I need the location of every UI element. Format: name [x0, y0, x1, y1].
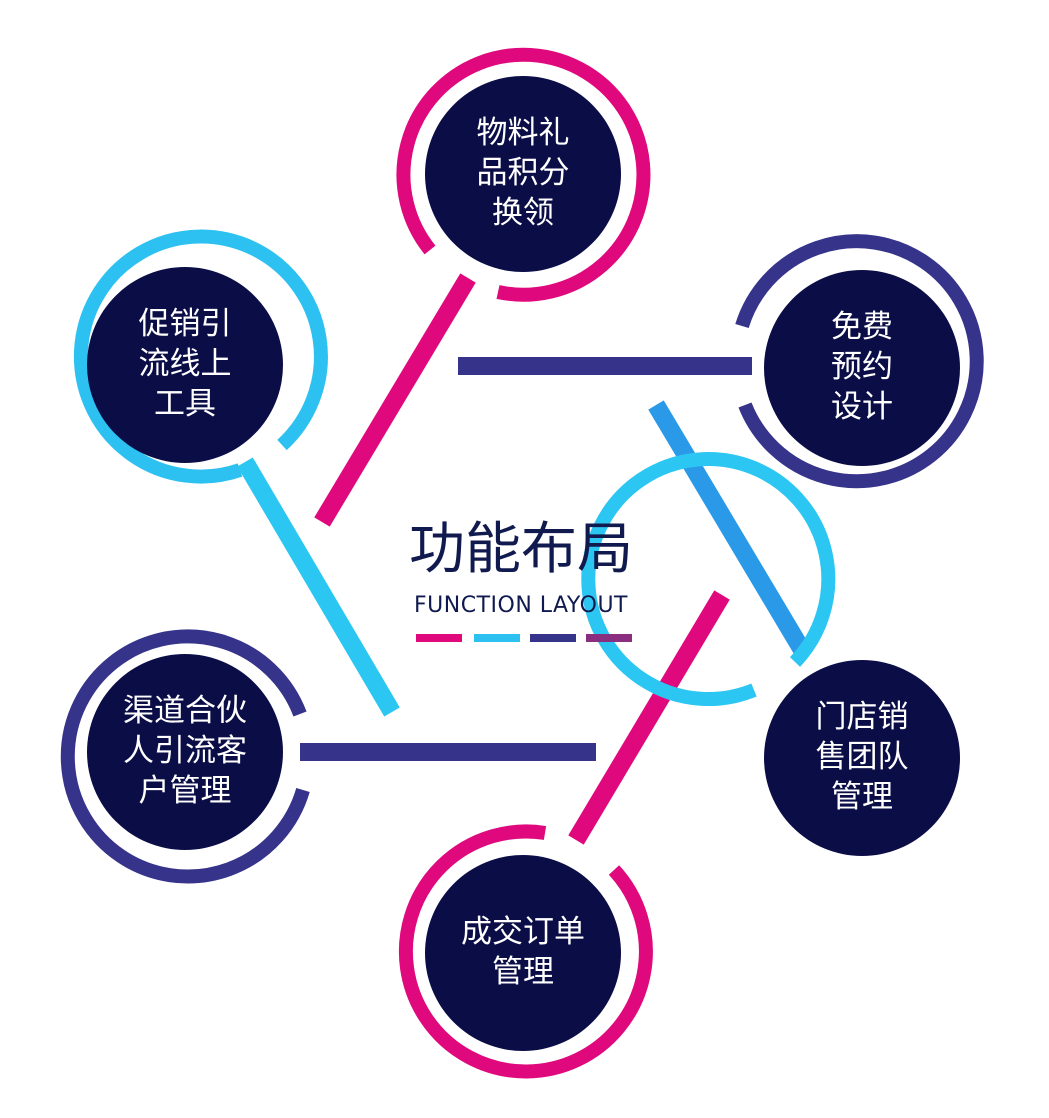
node-upper-right: 免费 预约 设计	[735, 234, 984, 489]
ring-top	[396, 47, 651, 302]
node-label-lower-right-line1: 门店销	[816, 699, 909, 735]
center-color-legend	[416, 634, 632, 642]
node-label-lower-left-line1: 渠道合伙	[123, 693, 247, 729]
ring-bottom	[398, 824, 653, 1079]
node-bottom: 成交订单 管理	[398, 824, 653, 1079]
node-lower-left: 渠道合伙 人引流客 户管理	[60, 629, 310, 884]
node-label-upper-right-line1: 免费	[831, 309, 893, 345]
connectors	[237, 273, 813, 845]
node-label-lower-left-line2: 人引流客	[123, 733, 247, 769]
node-label-lower-right-line2: 售团队	[816, 739, 909, 775]
ring-lower-right	[581, 452, 836, 707]
node-label-lower-left-line3: 户管理	[139, 773, 232, 809]
node-top: 物料礼 品积分 换领	[396, 47, 651, 302]
node-label-bottom-line1: 成交订单	[461, 914, 585, 950]
ring-upper-left	[73, 229, 328, 484]
connector-top	[314, 273, 476, 527]
node-label-upper-left-line2: 流线上	[139, 346, 232, 382]
node-circle-top	[425, 76, 621, 272]
node-circle-bottom	[425, 855, 621, 1051]
legend-bar-purple	[586, 634, 632, 642]
connector-bottom	[568, 590, 730, 845]
node-circle-lower-right	[764, 660, 960, 856]
node-lower-right: 门店销 售团队 管理	[581, 452, 960, 856]
legend-bar-indigo	[530, 634, 576, 642]
node-circle-upper-right	[764, 270, 960, 466]
connector-upper-left	[237, 457, 400, 717]
node-upper-left: 促销引 流线上 工具	[73, 229, 328, 484]
connector-lower-right	[648, 400, 813, 660]
center-block: 功能布局 FUNCTION LAYOUT	[409, 517, 633, 642]
legend-bar-magenta	[416, 634, 462, 642]
node-label-upper-left-line1: 促销引	[139, 306, 232, 342]
node-label-lower-right-line3: 管理	[831, 779, 893, 815]
ring-lower-left	[60, 629, 310, 884]
node-label-bottom-line2: 管理	[492, 954, 554, 990]
node-label-upper-right-line3: 设计	[831, 389, 893, 425]
ring-upper-right	[735, 234, 984, 489]
center-subtitle: FUNCTION LAYOUT	[414, 593, 628, 618]
node-label-top-line1: 物料礼	[477, 115, 570, 151]
node-label-upper-left-line3: 工具	[154, 386, 216, 422]
node-label-top-line3: 换领	[492, 195, 554, 231]
center-title: 功能布局	[409, 517, 633, 582]
node-circle-upper-left	[87, 267, 283, 463]
node-label-top-line2: 品积分	[477, 155, 570, 191]
legend-bar-cyan	[474, 634, 520, 642]
node-label-upper-right-line2: 预约	[831, 349, 893, 385]
node-circle-lower-left	[87, 654, 283, 850]
